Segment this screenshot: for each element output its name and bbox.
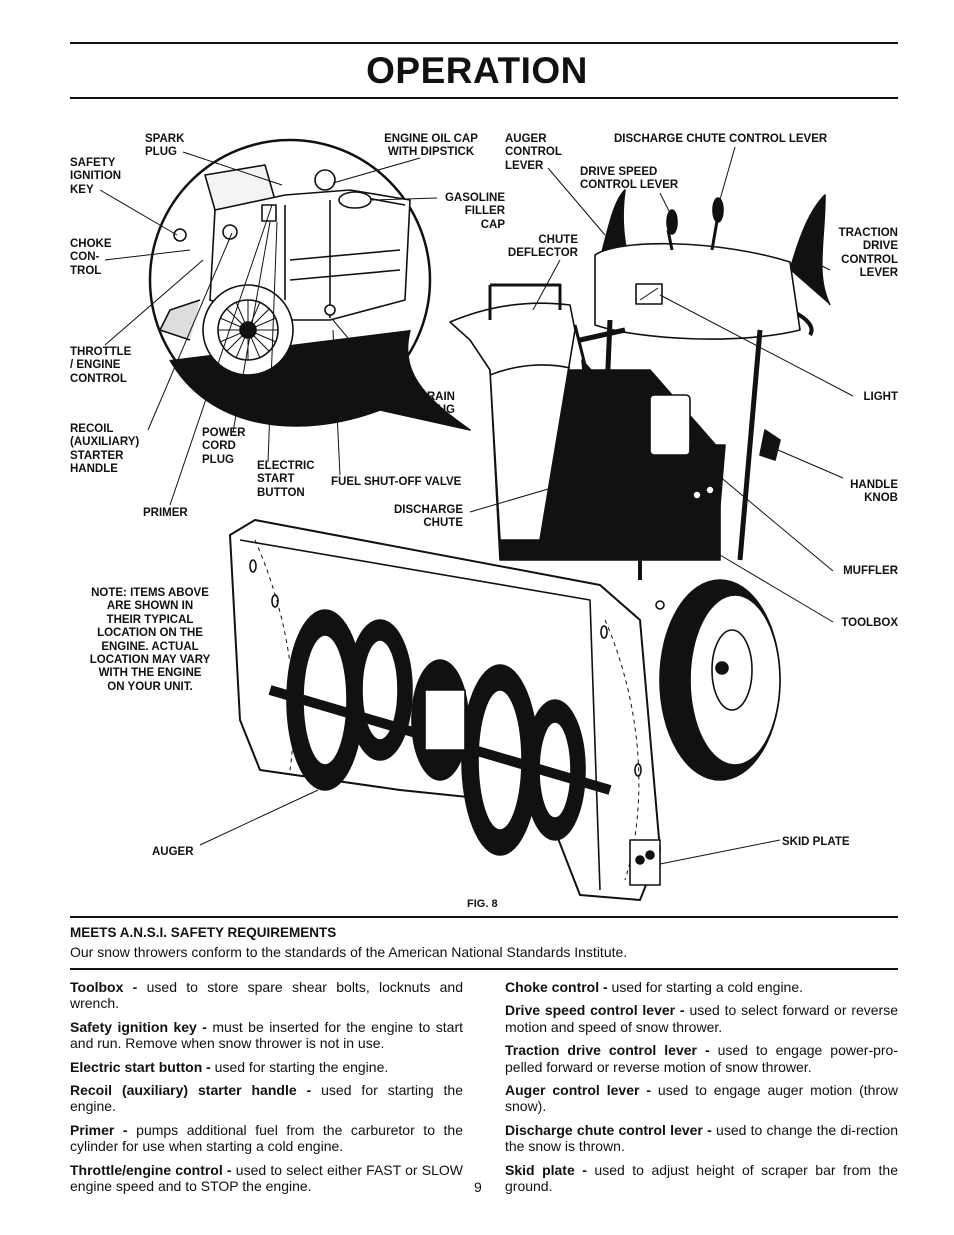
- definition-item: Discharge chute control lever - used to …: [505, 1121, 898, 1155]
- section-rule-top: [70, 916, 898, 918]
- label-electric-start-button: ELECTRIC START BUTTON: [257, 460, 315, 499]
- definition-item: Auger control lever - used to engage aug…: [505, 1082, 899, 1115]
- definition-item: Primer - pumps additional fuel from the …: [70, 1121, 463, 1155]
- figure-caption: FIG. 8: [467, 898, 498, 910]
- label-discharge-chute-control-lever: DISCHARGE CHUTE CONTROL LEVER: [614, 133, 828, 145]
- label-auger-control-lever: AUGER CONTROL LEVER: [505, 133, 562, 172]
- label-drive-speed-control-lever: DRIVE SPEED CONTROL LEVER: [580, 166, 679, 192]
- section-rule-bottom: [70, 968, 898, 970]
- definition-item: Recoil (auxiliary) starter handle - used…: [70, 1082, 463, 1115]
- label-light: LIGHT: [863, 391, 899, 403]
- label-toolbox: TOOLBOX: [841, 617, 898, 629]
- definition-item: Drive speed control lever - used to sele…: [505, 1002, 899, 1035]
- definition-item: Toolbox - used to store spare shear bolt…: [70, 979, 463, 1012]
- figure-note: NOTE: ITEMS ABOVE ARE SHOWN IN THEIR TYP…: [89, 587, 211, 693]
- ansi-heading: MEETS A.N.S.I. SAFETY REQUIREMENTS: [70, 925, 337, 940]
- label-auger: AUGER: [152, 846, 194, 858]
- label-primer: PRIMER: [143, 507, 188, 519]
- label-power-cord-plug: POWER CORD PLUG: [202, 427, 246, 466]
- definitions-left-column: Toolbox - used to store spare shear bolt…: [70, 979, 463, 1201]
- label-choke-control: CHOKE CON- TROL: [70, 238, 112, 277]
- page-number: 9: [474, 1179, 482, 1195]
- ansi-text: Our snow throwers conform to the standar…: [70, 944, 628, 960]
- label-chute-deflector: CHUTE DEFLECTOR: [507, 234, 578, 260]
- label-skid-plate: SKID PLATE: [782, 836, 850, 848]
- definition-item: Traction drive control lever - used to e…: [505, 1042, 898, 1075]
- page-title: OPERATION: [366, 50, 588, 91]
- label-engine-oil-cap: ENGINE OIL CAP WITH DIPSTICK: [384, 133, 478, 159]
- definition-item: Safety ignition key - must be inserted f…: [70, 1018, 464, 1052]
- label-muffler: MUFFLER: [843, 565, 898, 577]
- label-gasoline-filler-cap: GASOLINE FILLER CAP: [444, 192, 505, 231]
- label-handle-knob: HANDLE KNOB: [850, 479, 898, 505]
- label-traction-drive-control-lever: TRACTION DRIVE CONTROL LEVER: [838, 227, 898, 279]
- label-spark-plug: SPARK PLUG: [145, 133, 185, 159]
- label-recoil-starter-handle: RECOIL (AUXILIARY) STARTER HANDLE: [70, 423, 140, 475]
- definition-item: Electric start button - used for startin…: [70, 1058, 389, 1075]
- definitions-right-column: Choke control - used for starting a cold…: [505, 979, 898, 1201]
- definition-item: Choke control - used for starting a cold…: [505, 979, 804, 995]
- label-discharge-chute: DISCHARGE CHUTE: [393, 504, 463, 530]
- definition-item: Throttle/engine control - used to select…: [70, 1161, 463, 1195]
- definition-item: Skid plate - used to adjust height of sc…: [505, 1161, 898, 1195]
- label-oil-drain-plug: OIL DRAIN PLUG: [396, 391, 455, 417]
- title-underline: [70, 97, 898, 99]
- label-safety-ignition-key: SAFETY IGNITION KEY: [70, 157, 122, 196]
- snow-thrower-illustration: [99, 138, 854, 901]
- top-rule: [70, 42, 898, 44]
- label-throttle-engine-control: THROTTLE / ENGINE CONTROL: [70, 346, 132, 385]
- label-fuel-shutoff-valve: FUEL SHUT-OFF VALVE: [331, 476, 462, 488]
